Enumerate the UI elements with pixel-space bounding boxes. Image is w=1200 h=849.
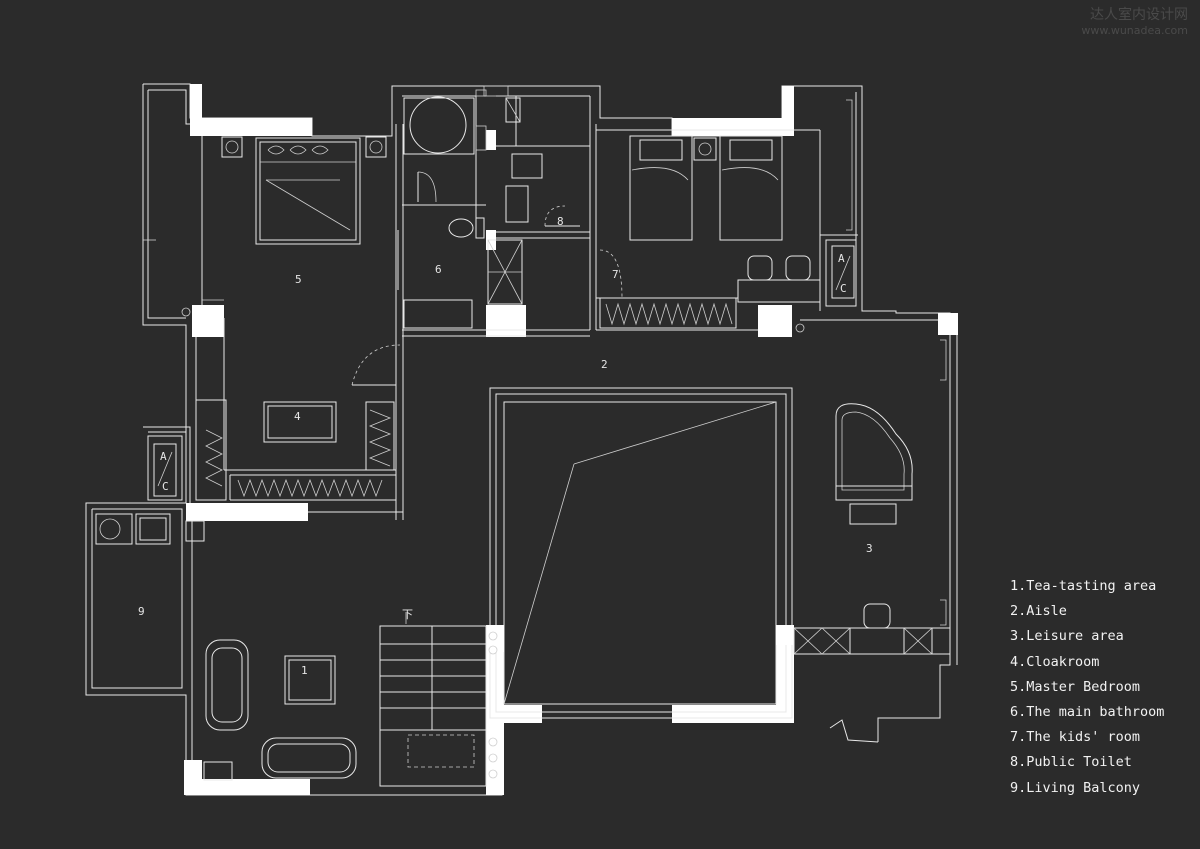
ac-label-top-1: A (838, 252, 845, 265)
stair-marker: 下 (402, 608, 413, 621)
legend-item-living-balcony: 9.Living Balcony (1010, 779, 1141, 796)
room-number-8: 8 (557, 215, 564, 228)
legend-item-master-bedroom: 5.Master Bedroom (1010, 678, 1141, 695)
atrium-void (486, 387, 794, 719)
tea-area-furniture (203, 639, 357, 781)
room-numbers: 1 2 3 4 5 6 7 8 9 (138, 215, 873, 677)
room-number-4: 4 (294, 410, 301, 423)
watermark-url: www.wunadea.com (1081, 24, 1188, 37)
cloakroom-furniture (195, 344, 401, 501)
legend-item-aisle: 2.Aisle (1010, 603, 1067, 620)
ac-label-top-2: A (160, 450, 167, 463)
master-bed (221, 136, 387, 245)
room-legend: 1.Tea-tasting area 2.Aisle 3.Leisure are… (1010, 574, 1164, 801)
room-number-3: 3 (866, 542, 873, 555)
legend-item-main-bathroom: 6.The main bathroom (1010, 704, 1165, 721)
watermark-title: 达人室内设计网 (1090, 7, 1188, 23)
legend-item-public-toilet: 8.Public Toilet (1010, 754, 1132, 771)
public-toilet-fixtures (475, 85, 580, 227)
fixtures-circles (181, 99, 947, 779)
ac-units: A C A C (147, 245, 855, 501)
main-bathroom-fixtures (397, 96, 523, 329)
room-number-2: 2 (601, 358, 608, 371)
legend-item-kids-room: 7.The kids' room (1010, 729, 1141, 746)
interior-walls (195, 95, 938, 520)
outer-walls (85, 83, 958, 796)
ac-label-bottom-2: C (162, 480, 169, 493)
room-number-5: 5 (295, 273, 302, 286)
ac-label-bottom-1: C (840, 282, 847, 295)
legend-item-leisure-area: 3.Leisure area (1010, 628, 1124, 645)
room-number-7: 7 (612, 268, 619, 281)
staircase: 下 (379, 608, 487, 787)
room-number-1: 1 (301, 664, 308, 677)
wall-blocks (184, 84, 958, 795)
kids-room-furniture (599, 135, 857, 329)
room-number-6: 6 (435, 263, 442, 276)
leisure-furniture (793, 403, 951, 655)
room-number-9: 9 (138, 605, 145, 618)
legend-item-cloakroom: 4.Cloakroom (1010, 653, 1100, 670)
legend-item-tea-tasting-area: 1.Tea-tasting area (1010, 578, 1157, 594)
balcony-fixtures (95, 513, 205, 545)
